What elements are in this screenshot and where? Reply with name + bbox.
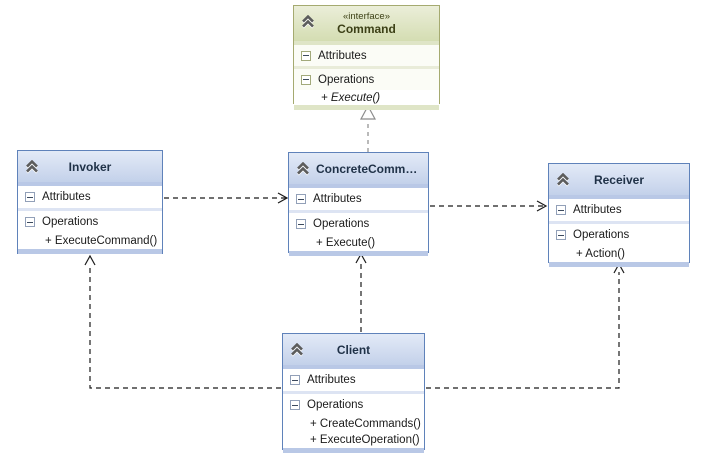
collapse-minus-icon[interactable] <box>296 194 306 204</box>
member-row[interactable]: + Execute() <box>289 235 428 251</box>
member-row[interactable]: + ExecuteCommand() <box>18 233 162 249</box>
collapse-minus-icon[interactable] <box>25 192 35 202</box>
collapse-chevron-icon[interactable] <box>555 172 571 187</box>
dependency-client-to-invoker[interactable] <box>84 254 281 389</box>
operations-label: Operations <box>42 216 99 228</box>
class-title: Command <box>337 22 396 36</box>
class-box-invoker[interactable]: Invoker Attributes Operations + ExecuteC… <box>17 150 163 254</box>
attributes-label: Attributes <box>313 193 362 205</box>
stereotype-label: «interface» <box>342 11 390 22</box>
method-label: + CreateCommands() <box>310 418 421 430</box>
operations-compartment[interactable]: Operations <box>294 69 439 90</box>
operations-label: Operations <box>307 399 364 411</box>
collapse-chevron-icon[interactable] <box>24 159 40 174</box>
realization-concretecommand-to-command[interactable] <box>359 104 377 152</box>
collapse-minus-icon[interactable] <box>556 230 566 240</box>
member-row[interactable]: + CreateCommands() <box>283 416 424 432</box>
divider <box>283 365 424 369</box>
collapse-minus-icon[interactable] <box>301 50 311 61</box>
collapse-chevron-icon[interactable] <box>300 14 316 29</box>
dependency-invoker-to-concretecommand[interactable] <box>164 192 289 204</box>
operations-label: Operations <box>573 229 630 241</box>
attributes-label: Attributes <box>307 374 356 386</box>
dependency-concretecommand-to-receiver[interactable] <box>430 200 548 212</box>
dependency-arrowhead-icon <box>536 200 548 212</box>
attributes-compartment[interactable]: Attributes <box>294 45 439 66</box>
collapse-minus-icon[interactable] <box>301 74 311 85</box>
collapse-minus-icon[interactable] <box>290 375 300 385</box>
member-row[interactable]: + Execute() <box>294 90 439 105</box>
dependency-client-to-concretecommand[interactable] <box>355 252 367 332</box>
method-label: + ExecuteOperation() <box>310 434 420 446</box>
divider <box>283 391 424 394</box>
attributes-compartment[interactable]: Attributes <box>549 199 689 221</box>
operations-compartment[interactable]: Operations <box>283 394 424 416</box>
box-footer <box>294 105 439 110</box>
collapse-chevron-icon[interactable] <box>295 161 311 176</box>
method-label: + ExecuteCommand() <box>45 235 158 247</box>
class-header-concrete-command[interactable]: ConcreteComm… <box>289 153 428 184</box>
class-title: Invoker <box>68 159 112 174</box>
method-label: + Action() <box>576 248 625 260</box>
collapse-chevron-icon[interactable] <box>289 342 305 357</box>
operations-compartment[interactable]: Operations <box>549 224 689 246</box>
operations-compartment[interactable]: Operations <box>18 211 162 233</box>
divider <box>18 208 162 211</box>
collapse-minus-icon[interactable] <box>556 205 566 215</box>
method-label: + Execute() <box>316 237 376 249</box>
divider <box>18 182 162 186</box>
operations-label: Operations <box>313 218 370 230</box>
class-box-command[interactable]: «interface» Command Attributes Operation… <box>293 5 440 110</box>
operations-label: Operations <box>318 73 375 86</box>
class-header-invoker[interactable]: Invoker <box>18 151 162 182</box>
dependency-client-to-receiver[interactable] <box>426 262 625 389</box>
divider <box>294 41 439 45</box>
dependency-arrowhead-icon <box>277 192 289 204</box>
collapse-minus-icon[interactable] <box>25 217 35 227</box>
method-label: + Execute() <box>321 91 381 104</box>
class-header-receiver[interactable]: Receiver <box>549 164 689 195</box>
attributes-label: Attributes <box>318 49 367 62</box>
divider <box>549 221 689 224</box>
operations-compartment[interactable]: Operations <box>289 213 428 235</box>
class-header-command[interactable]: «interface» Command <box>294 6 439 41</box>
attributes-label: Attributes <box>42 191 91 203</box>
box-footer <box>549 262 689 267</box>
divider <box>294 66 439 69</box>
class-header-client[interactable]: Client <box>283 334 424 365</box>
divider <box>289 210 428 213</box>
class-box-concrete-command[interactable]: ConcreteComm… Attributes Operations + Ex… <box>288 152 429 256</box>
class-title: Receiver <box>593 172 645 187</box>
attributes-compartment[interactable]: Attributes <box>18 186 162 208</box>
attributes-compartment[interactable]: Attributes <box>289 188 428 210</box>
dependency-arrowhead-icon <box>84 254 96 266</box>
attributes-compartment[interactable]: Attributes <box>283 369 424 391</box>
class-box-client[interactable]: Client Attributes Operations + CreateCom… <box>282 333 425 453</box>
divider <box>289 184 428 188</box>
class-box-receiver[interactable]: Receiver Attributes Operations + Action(… <box>548 163 690 267</box>
collapse-minus-icon[interactable] <box>290 400 300 410</box>
class-title: ConcreteComm… <box>316 161 418 176</box>
attributes-label: Attributes <box>573 204 622 216</box>
divider <box>549 195 689 199</box>
realization-arrowhead-icon <box>359 104 377 120</box>
box-footer <box>283 448 424 453</box>
box-footer <box>18 249 162 254</box>
member-row[interactable]: + Action() <box>549 246 689 262</box>
class-title: Client <box>336 342 371 357</box>
box-footer <box>289 251 428 256</box>
member-row[interactable]: + ExecuteOperation() <box>283 432 424 448</box>
collapse-minus-icon[interactable] <box>296 219 306 229</box>
